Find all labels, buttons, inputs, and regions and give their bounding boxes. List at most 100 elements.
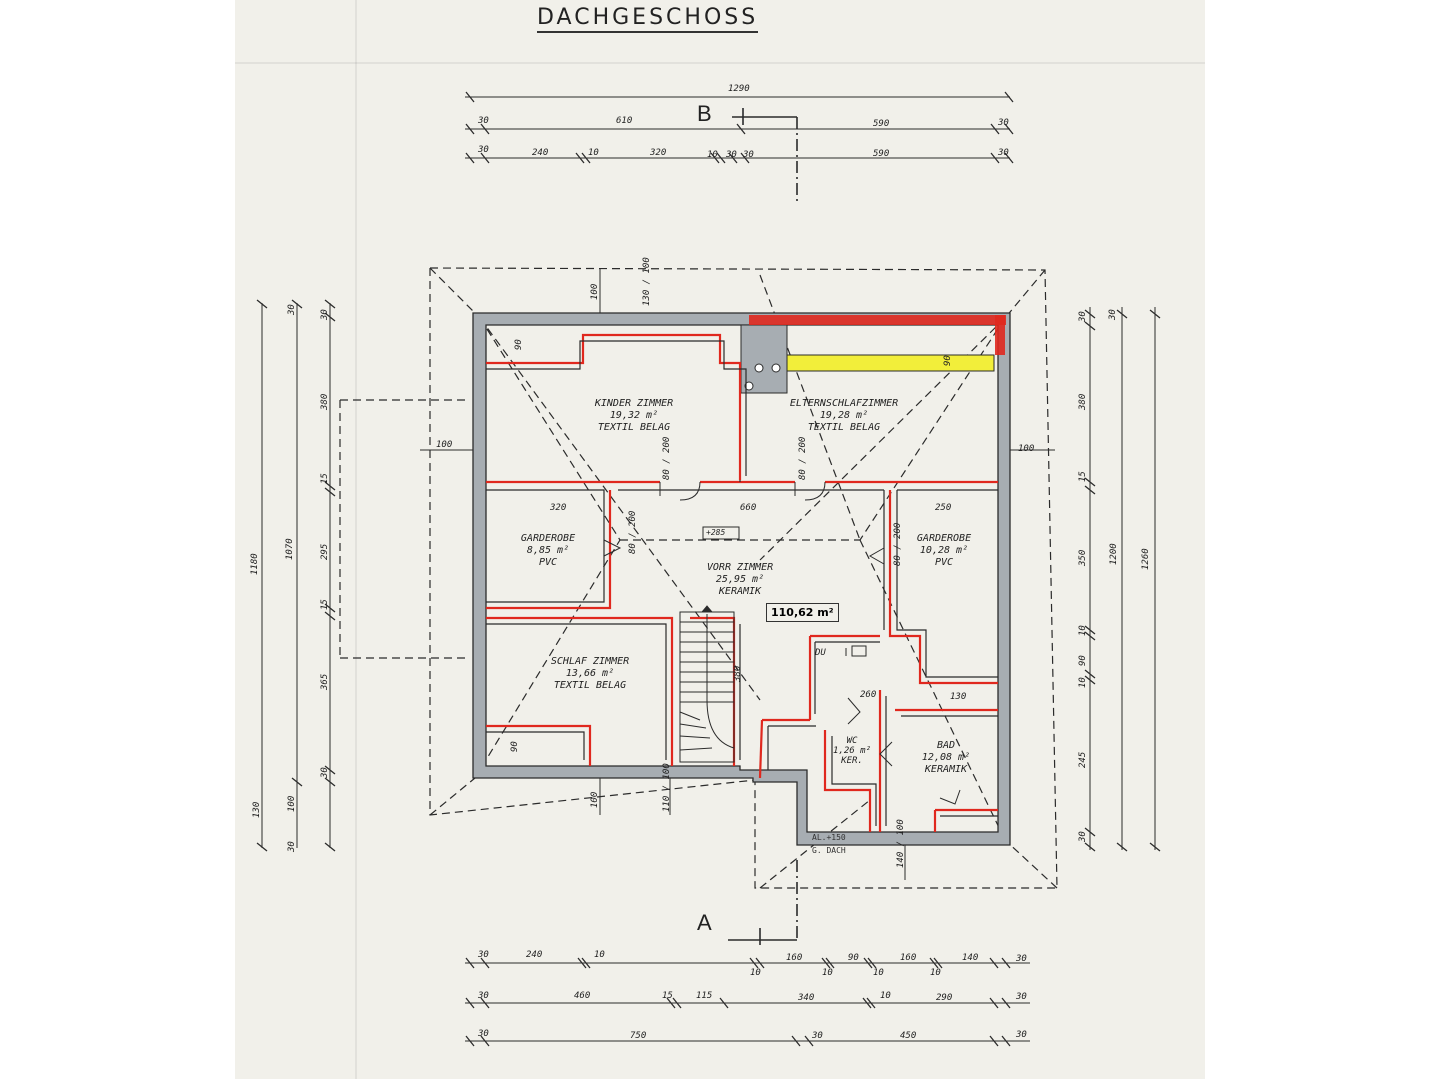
dim-bot-r1-6: 90 [848, 953, 859, 963]
dim-right-p0: 30 [1108, 309, 1118, 320]
dim-door-kinder: 80 / 200 [662, 436, 672, 480]
dim-eave-bottom: 100 [590, 791, 600, 808]
section-line-b [732, 108, 798, 205]
dim-top-r2-4: 10 [707, 150, 718, 160]
staircase [679, 605, 735, 763]
dim-bot-r1-2: 10 [594, 950, 605, 960]
room-eltern: ELTERNSCHLAFZIMMER 19,28 m² TEXTIL BELAG [790, 398, 898, 434]
dim-top-r2-0: 30 [478, 145, 489, 155]
total-area-box: 110,62 m² [766, 603, 839, 622]
section-line-a [728, 860, 798, 945]
dim-right-p6: 90 [1078, 655, 1088, 666]
dim-eave-left: 100 [436, 440, 453, 450]
dim-left-p3: 15 [320, 473, 330, 484]
dim-right-p2: 380 [1078, 393, 1088, 410]
dim-left-p6: 365 [320, 673, 330, 690]
room-kinder-area: 19,32 m² [609, 410, 659, 421]
dimension-ticks [256, 91, 1161, 1047]
interior-walls-red [486, 333, 998, 832]
dim-bot-r3-0: 30 [478, 1029, 489, 1039]
room-eltern-name: ELTERNSCHLAFZIMMER [789, 398, 899, 409]
room-schlaf: SCHLAF ZIMMER 13,66 m² TEXTIL BELAG [551, 656, 629, 692]
dim-bot-r2-4: 340 [798, 993, 815, 1003]
dim-bot-r1-9: 10 [930, 968, 941, 978]
dim-top-r1-3: 30 [998, 118, 1009, 128]
door-swings [603, 481, 961, 805]
section-mark-b: B [697, 101, 712, 126]
dim-right-p8: 245 [1078, 751, 1088, 768]
red-wall-highlight-right [995, 315, 1005, 355]
dim-bot-r1-5: 10 [822, 968, 833, 978]
dim-dach: 140 / 100 [896, 819, 906, 868]
dim-window-small: 90 [943, 355, 953, 366]
dim-right-p1: 30 [1078, 311, 1088, 322]
dim-window-kinder: 90 [514, 339, 524, 350]
dim-left-p4: 295 [320, 543, 330, 560]
room-garderobe-right-floor: PVC [934, 557, 954, 568]
dim-top-window: 130 / 100 [642, 257, 652, 306]
dim-eave-right: 100 [1018, 444, 1035, 454]
dim-left-inner: 1070 [285, 538, 295, 560]
dim-garderobe-right-width: 250 [935, 503, 952, 513]
room-garderobe-right-name: GARDEROBE [916, 533, 972, 544]
outer-wall [472, 312, 1011, 846]
dim-bot-r1-0: 30 [478, 950, 489, 960]
room-vorr-floor: KERAMIK [718, 586, 762, 597]
fold-crease [355, 0, 357, 1079]
room-garderobe-left-area: 8,85 m² [526, 545, 570, 556]
dim-left-p2: 380 [320, 393, 330, 410]
dim-bot-r1-3: 10 [750, 968, 761, 978]
room-bad-name: BAD [936, 740, 956, 751]
dim-bad-width-2: 130 [950, 692, 967, 702]
level-mark: +285 [706, 528, 726, 537]
room-vorr-area: 25,95 m² [715, 574, 765, 585]
dim-left-p7: 30 [320, 767, 330, 778]
dim-bot-r2-0: 30 [478, 991, 489, 1001]
room-vorr-name: VORR ZIMMER [706, 562, 774, 573]
room-bad-floor: KERAMIK [924, 764, 968, 775]
section-mark-a: A [697, 910, 712, 935]
dim-bot-r2-7: 30 [1016, 992, 1027, 1002]
dim-right-p7: 10 [1078, 677, 1088, 688]
level-box [702, 526, 740, 540]
dim-left-p1: 30 [320, 309, 330, 320]
dim-bot-r1-8: 160 [900, 953, 917, 963]
dim-top-r1-1: 610 [616, 116, 633, 126]
dim-top-r1-2: 590 [873, 119, 890, 129]
dim-bot-r2-3: 115 [696, 991, 713, 1001]
dim-right-p4: 350 [1078, 549, 1088, 566]
drawing-title: DACHGESCHOSS [537, 5, 759, 33]
dim-top-r2-2: 10 [588, 148, 599, 158]
dim-door-garderobe-right: 80 / 200 [893, 522, 903, 566]
room-wc: WC 1,26 m² KER. [833, 736, 871, 766]
dim-top-overall: 1290 [728, 84, 750, 94]
room-garderobe-right: GARDEROBE 10,28 m² PVC [917, 533, 971, 569]
dim-left-p10: 30 [287, 841, 297, 852]
fold-crease-horizontal [235, 62, 1205, 64]
dim-left-p8: 130 [252, 801, 262, 818]
dim-stair: 380 [733, 665, 743, 682]
room-wc-name: WC [846, 736, 858, 746]
room-wc-floor: KER. [841, 756, 863, 766]
dim-left-p9: 100 [287, 795, 297, 812]
room-kinder: KINDER ZIMMER 19,32 m² TEXTIL BELAG [595, 398, 673, 434]
dim-left-p0: 30 [287, 304, 297, 315]
roof-note-1: AL.+150 [812, 833, 846, 842]
dim-bot-r3-2: 30 [812, 1031, 823, 1041]
room-schlaf-name: SCHLAF ZIMMER [550, 656, 630, 667]
dim-right-overall: 1260 [1141, 548, 1151, 570]
room-garderobe-left-floor: PVC [538, 557, 558, 568]
dim-left-p5: 15 [320, 599, 330, 610]
chimney [740, 324, 788, 394]
room-garderobe-left: GARDEROBE 8,85 m² PVC [521, 533, 575, 569]
room-bad-area: 12,08 m² [921, 752, 971, 763]
room-eltern-floor: TEXTIL BELAG [807, 422, 881, 433]
dim-bot-r1-10: 140 [962, 953, 979, 963]
room-vorr: VORR ZIMMER 25,95 m² KERAMIK [707, 562, 773, 598]
dim-bot-r1-4: 160 [786, 953, 803, 963]
dim-flur: 660 [740, 503, 757, 513]
dim-right-p3: 15 [1078, 471, 1088, 482]
dim-bot-r2-5: 10 [880, 991, 891, 1001]
dim-top-r2-5: 30 [726, 150, 737, 160]
dim-door-eltern: 80 / 200 [798, 436, 808, 480]
